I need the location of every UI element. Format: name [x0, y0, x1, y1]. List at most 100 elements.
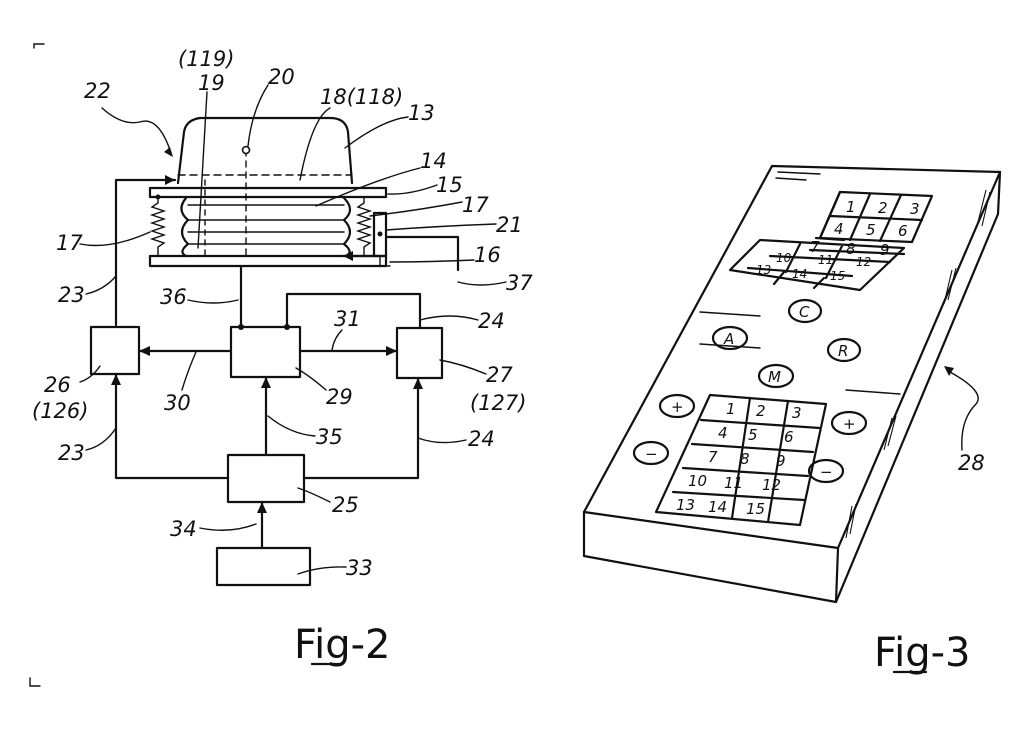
lower-plate-16 [148, 254, 388, 268]
figure-2-caption: Fig-2 [294, 622, 390, 668]
label-22: 22 [84, 79, 111, 103]
upper-keypad-bottom-section [728, 238, 906, 292]
line-24-lower [302, 376, 420, 480]
lower-key-14[interactable]: 14 [708, 498, 727, 516]
line-21-out [384, 235, 460, 272]
lower-key-10[interactable]: 10 [688, 472, 707, 490]
upper-keypad-grid [818, 190, 924, 243]
surface-hatch [845, 389, 901, 395]
edge-hatch [849, 503, 857, 535]
upper-key-11[interactable]: 11 [818, 253, 833, 267]
label-27: 27 [486, 363, 513, 387]
surface-hatch [777, 171, 821, 175]
leader-23-lower [85, 427, 117, 451]
upper-plate-15 [148, 186, 388, 199]
key-m[interactable] [757, 363, 795, 389]
block-26 [89, 325, 141, 376]
upper-key-6[interactable]: 6 [898, 222, 908, 240]
leader-28 [949, 371, 979, 451]
label-18-118: 18(118) [320, 85, 403, 109]
label-127: (127) [470, 391, 526, 415]
key-c-label: C [799, 303, 810, 321]
key-a[interactable] [711, 325, 749, 351]
key-a-label: A [723, 330, 734, 348]
figure-3: 1 2 3 4 5 6 7 8 9 10 11 12 13 14 15 C A … [582, 164, 1002, 676]
upper-key-7[interactable]: 7 [810, 238, 820, 256]
leader-30 [181, 351, 197, 391]
arrow-head [164, 147, 173, 157]
leader-37 [457, 281, 507, 286]
edge-hatch [977, 189, 987, 223]
label-34: 34 [170, 517, 197, 541]
upper-key-3[interactable]: 3 [910, 200, 920, 218]
key-r[interactable] [826, 337, 862, 363]
label-14: 14 [420, 149, 447, 173]
arrow-head [261, 377, 271, 388]
upper-key-14[interactable]: 14 [792, 267, 807, 281]
label-30: 30 [164, 391, 191, 415]
leader-16 [389, 259, 475, 263]
label-24-upper: 24 [478, 309, 505, 333]
key-minus-right-label: − [820, 463, 833, 481]
lower-key-13[interactable]: 13 [676, 496, 695, 514]
upper-key-15[interactable]: 15 [830, 269, 845, 283]
key-plus-right[interactable] [830, 410, 868, 436]
label-23-upper: 23 [58, 283, 85, 307]
line-23-lower [114, 372, 230, 480]
lower-key-2[interactable]: 2 [756, 402, 766, 420]
lower-key-3[interactable]: 3 [792, 404, 802, 422]
upper-key-9[interactable]: 9 [880, 241, 890, 259]
line-24-upper [285, 292, 422, 329]
upper-key-10[interactable]: 10 [776, 251, 792, 265]
lower-key-6[interactable]: 6 [784, 428, 794, 446]
lower-key-12[interactable]: 12 [762, 476, 781, 494]
label-31: 31 [334, 307, 361, 331]
leader-21 [385, 223, 497, 231]
leader-23-upper [85, 275, 117, 295]
leader-17-left [79, 231, 151, 247]
edge-hatch [883, 417, 893, 451]
upper-key-1[interactable]: 1 [846, 198, 856, 216]
block-29 [229, 325, 302, 379]
surface-hatch [775, 177, 807, 181]
lower-key-5[interactable]: 5 [748, 426, 758, 444]
arrow-head [165, 175, 175, 185]
lower-key-7[interactable]: 7 [708, 448, 718, 466]
upper-key-4[interactable]: 4 [834, 220, 844, 238]
label-17-left: 17 [56, 231, 83, 255]
lower-key-4[interactable]: 4 [718, 424, 728, 442]
label-24-lower: 24 [468, 427, 495, 451]
label-21: 21 [496, 213, 523, 237]
upper-key-8[interactable]: 8 [846, 240, 856, 258]
upper-key-12[interactable]: 12 [856, 255, 871, 269]
key-m-label: M [768, 368, 781, 386]
lower-key-1[interactable]: 1 [726, 400, 736, 418]
label-37: 37 [506, 271, 533, 295]
upper-key-13[interactable]: 13 [756, 263, 771, 277]
label-16: 16 [474, 243, 501, 267]
arrow-head [111, 374, 121, 385]
figure-2: (119) 19 20 18(118) 13 22 14 15 17 17 21… [32, 47, 533, 668]
key-plus-left[interactable] [658, 393, 696, 419]
label-26: 26 [44, 373, 71, 397]
leader-17-right [369, 201, 463, 217]
spring-17-right [355, 196, 373, 257]
label-33: 33 [346, 556, 373, 580]
sensor-dome-13 [176, 116, 354, 185]
label-36: 36 [160, 285, 187, 309]
label-13: 13 [408, 101, 435, 125]
lower-key-11[interactable]: 11 [724, 474, 743, 492]
upper-key-5[interactable]: 5 [866, 221, 876, 239]
key-minus-right[interactable] [807, 458, 845, 484]
lower-key-15[interactable]: 15 [746, 500, 765, 518]
arrow-head [386, 346, 397, 356]
leader-24-upper [419, 315, 479, 321]
key-minus-left[interactable] [632, 440, 670, 466]
leader-19 [197, 91, 208, 249]
key-c[interactable] [787, 298, 823, 324]
lower-key-8[interactable]: 8 [740, 450, 750, 468]
lower-key-9[interactable]: 9 [776, 452, 786, 470]
upper-key-2[interactable]: 2 [878, 199, 888, 217]
